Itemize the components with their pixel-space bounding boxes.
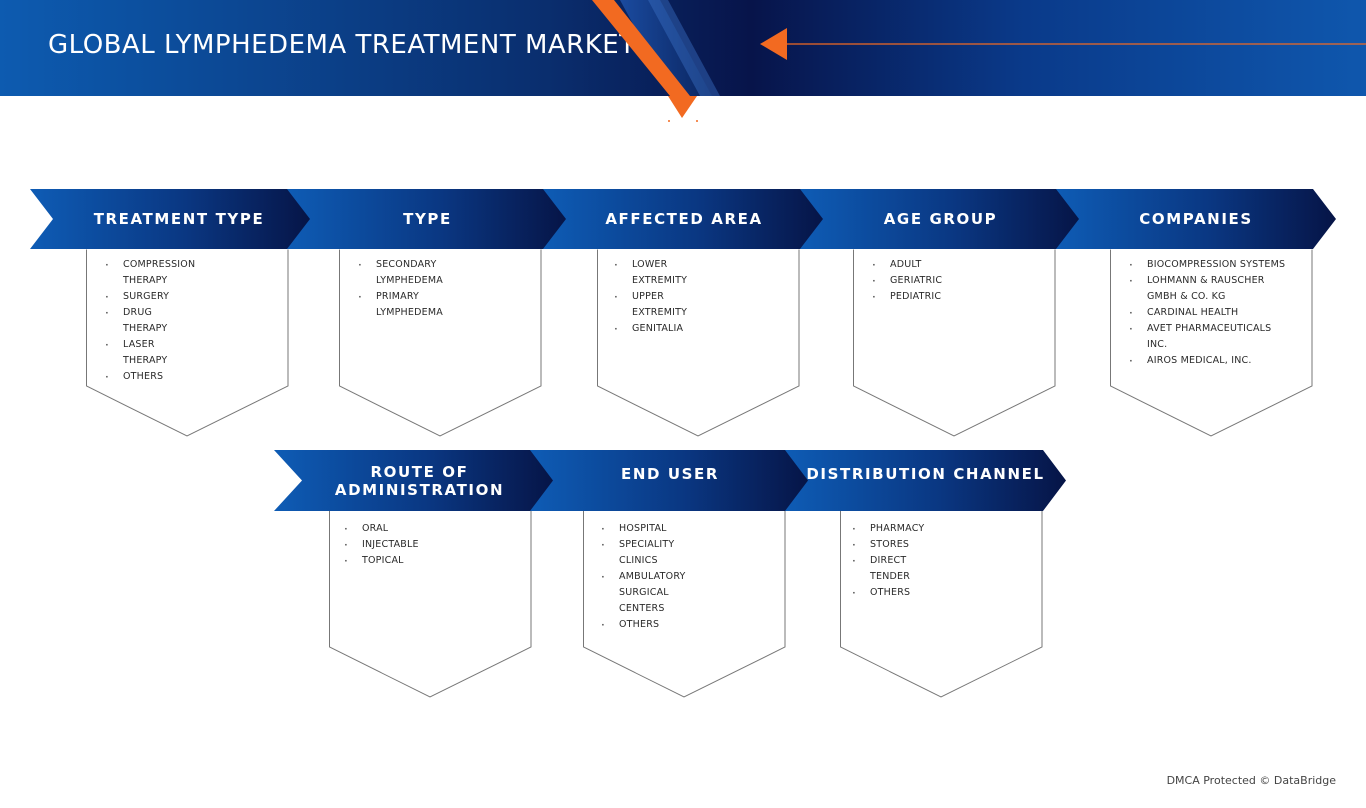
list-item: HOSPITAL — [599, 521, 686, 537]
list-item: INJECTABLE — [342, 537, 419, 553]
list-item: TOPICAL — [342, 553, 419, 569]
list-item: OTHERS — [599, 617, 686, 633]
list-item: COMPRESSION THERAPY — [103, 257, 195, 289]
segment-title: AFFECTED AREA — [605, 210, 763, 228]
list-item: ADULT — [870, 257, 942, 273]
segment-header-companies: COMPANIES — [1056, 189, 1336, 249]
header-banner: GLOBAL LYMPHEDEMA TREATMENT MARKET — [0, 0, 1366, 96]
segment-header-age-group: AGE GROUP — [800, 189, 1081, 249]
segment-header-type: TYPE — [287, 189, 568, 249]
header-stripes-decoration — [620, 0, 720, 96]
list-item: CARDINAL HEALTH — [1127, 305, 1287, 321]
list-item: UPPER EXTREMITY — [612, 289, 687, 321]
segment-item-list: LOWER EXTREMITY UPPER EXTREMITY GENITALI… — [612, 257, 687, 337]
list-item: LOHMANN & RAUSCHER GMBH & CO. KG — [1127, 273, 1287, 305]
list-item: AMBULATORY SURGICAL CENTERS — [599, 569, 686, 617]
list-item: DIRECT TENDER — [850, 553, 924, 585]
segment-header-distribution-channel: DISTRIBUTION CHANNEL — [785, 450, 1066, 511]
list-item: SECONDARY LYMPHEDEMA — [356, 257, 443, 289]
segment-header-route-of-administration: ROUTE OF ADMINISTRATION — [274, 450, 555, 511]
list-item: SURGERY — [103, 289, 195, 305]
segment-item-list: BIOCOMPRESSION SYSTEMS LOHMANN & RAUSCHE… — [1127, 257, 1287, 369]
list-item: AIROS MEDICAL, INC. — [1127, 353, 1287, 369]
list-item: BIOCOMPRESSION SYSTEMS — [1127, 257, 1287, 273]
list-item: LOWER EXTREMITY — [612, 257, 687, 289]
orange-arrow-icon — [760, 28, 787, 60]
segment-title: AGE GROUP — [883, 210, 998, 228]
segment-title: COMPANIES — [1139, 210, 1253, 228]
list-item: STORES — [850, 537, 924, 553]
list-item: PEDIATRIC — [870, 289, 942, 305]
orange-pointer-triangle — [668, 96, 697, 118]
list-item: GENITALIA — [612, 321, 687, 337]
orange-stripe — [592, 0, 690, 96]
segment-item-list: COMPRESSION THERAPY SURGERY DRUG THERAPY… — [103, 257, 195, 385]
segment-title: TYPE — [403, 210, 452, 228]
list-item: PRIMARY LYMPHEDEMA — [356, 289, 443, 321]
footer-credit: DMCA Protected © DataBridge — [1166, 774, 1336, 787]
list-item: SPECIALITY CLINICS — [599, 537, 686, 569]
list-item: AVET PHARMACEUTICALS INC. — [1127, 321, 1287, 353]
segment-item-list: HOSPITAL SPECIALITY CLINICS AMBULATORY S… — [599, 521, 686, 633]
segment-title: DISTRIBUTION CHANNEL — [806, 465, 1045, 483]
page-title: GLOBAL LYMPHEDEMA TREATMENT MARKET — [48, 30, 636, 60]
list-item: PHARMACY — [850, 521, 924, 537]
list-item: DRUG THERAPY — [103, 305, 195, 337]
list-item: ORAL — [342, 521, 419, 537]
segment-header-affected-area: AFFECTED AREA — [543, 189, 825, 249]
segment-item-list: SECONDARY LYMPHEDEMA PRIMARY LYMPHEDEMA — [356, 257, 443, 321]
segment-header-end-user: END USER — [530, 450, 810, 511]
segment-title: END USER — [620, 465, 720, 483]
segment-item-list: PHARMACY STORES DIRECT TENDER OTHERS — [850, 521, 924, 601]
segment-item-list: ORAL INJECTABLE TOPICAL — [342, 521, 419, 569]
list-item: OTHERS — [850, 585, 924, 601]
list-item: LASER THERAPY — [103, 337, 195, 369]
segment-header-treatment-type: TREATMENT TYPE — [30, 189, 312, 249]
segment-title: ROUTE OF ADMINISTRATION — [334, 462, 505, 499]
segment-item-list: ADULT GERIATRIC PEDIATRIC — [870, 257, 942, 305]
list-item: OTHERS — [103, 369, 195, 385]
segment-title: TREATMENT TYPE — [93, 210, 265, 228]
header-accent-decoration — [592, 0, 1366, 122]
list-item: GERIATRIC — [870, 273, 942, 289]
